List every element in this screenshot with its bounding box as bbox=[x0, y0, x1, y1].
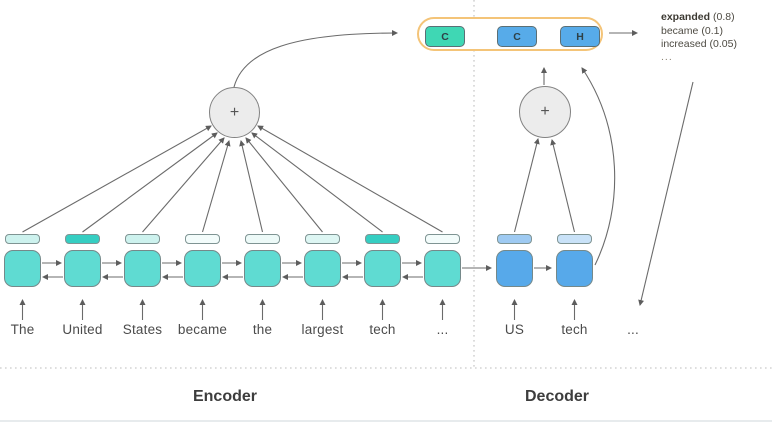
predicted-probability: (0.1) bbox=[701, 24, 723, 37]
encoder-rnn-cell bbox=[184, 250, 221, 287]
context-box-hidden-state: H bbox=[560, 26, 600, 47]
predicted-probability: (0.05) bbox=[709, 38, 737, 50]
encoder-rnn-cell bbox=[64, 250, 101, 287]
encoder-rnn-cell bbox=[304, 250, 341, 287]
predicted-word: became bbox=[661, 24, 699, 37]
probability-entry: increased(0.05) bbox=[661, 38, 764, 52]
encoder-rnn-cell bbox=[124, 250, 161, 287]
decoder-attention-sum-node: + bbox=[519, 86, 571, 138]
encoder-input-word: United bbox=[62, 322, 103, 337]
encoder-attention-weight-bar bbox=[5, 234, 40, 244]
decoder-attention-weight-bar bbox=[557, 234, 592, 244]
decoder-next-word-ellipsis: ... bbox=[627, 322, 639, 337]
encoder-rnn-cell bbox=[244, 250, 281, 287]
encoder-input-word: The bbox=[10, 322, 35, 337]
encoder-attention-weight-bar bbox=[305, 234, 340, 244]
predicted-word: increased bbox=[661, 38, 707, 50]
output-probabilities-tooltip: expanded(0.8)became(0.1)increased(0.05) … bbox=[648, 3, 770, 67]
decoder-section-label: Decoder bbox=[524, 388, 590, 405]
encoder-attention-sum-node: + bbox=[209, 87, 260, 138]
decoder-rnn-cell bbox=[496, 250, 533, 287]
encoder-attention-weight-bar bbox=[425, 234, 460, 244]
probability-list: expanded(0.8)became(0.1)increased(0.05) bbox=[661, 11, 764, 52]
context-box-context-0: C bbox=[425, 26, 465, 47]
more-probabilities-ellipsis: ... bbox=[661, 50, 673, 63]
encoder-attention-weight-bar bbox=[125, 234, 160, 244]
encoder-input-word: ... bbox=[436, 322, 449, 337]
encoder-rnn-cell bbox=[424, 250, 461, 287]
encoder-section-label: Encoder bbox=[192, 388, 257, 405]
encoder-attention-weight-bar bbox=[245, 234, 280, 244]
encoder-rnn-cell bbox=[4, 250, 41, 287]
decoder-rnn-cell bbox=[556, 250, 593, 287]
encoder-input-word: the bbox=[252, 322, 273, 337]
encoder-rnn-cell bbox=[364, 250, 401, 287]
encoder-attention-weight-bar bbox=[365, 234, 400, 244]
decoder-attention-weight-bar bbox=[497, 234, 532, 244]
encoder-input-word: States bbox=[122, 322, 163, 337]
encoder-attention-weight-bar bbox=[65, 234, 100, 244]
encoder-input-word: became bbox=[177, 322, 228, 337]
probability-entry: expanded(0.8) bbox=[661, 11, 764, 25]
decoder-input-word: US bbox=[504, 322, 525, 337]
encoder-attention-weight-bar bbox=[185, 234, 220, 244]
encoder-input-word: tech bbox=[369, 322, 396, 337]
probability-entry: became(0.1) bbox=[661, 25, 764, 39]
bottom-divider bbox=[0, 420, 772, 422]
predicted-word: expanded bbox=[661, 11, 711, 23]
predicted-probability: (0.8) bbox=[713, 11, 735, 23]
encoder-input-word: largest bbox=[301, 322, 344, 337]
decoder-input-word: tech bbox=[561, 322, 588, 337]
context-box-context-1: C bbox=[497, 26, 537, 47]
